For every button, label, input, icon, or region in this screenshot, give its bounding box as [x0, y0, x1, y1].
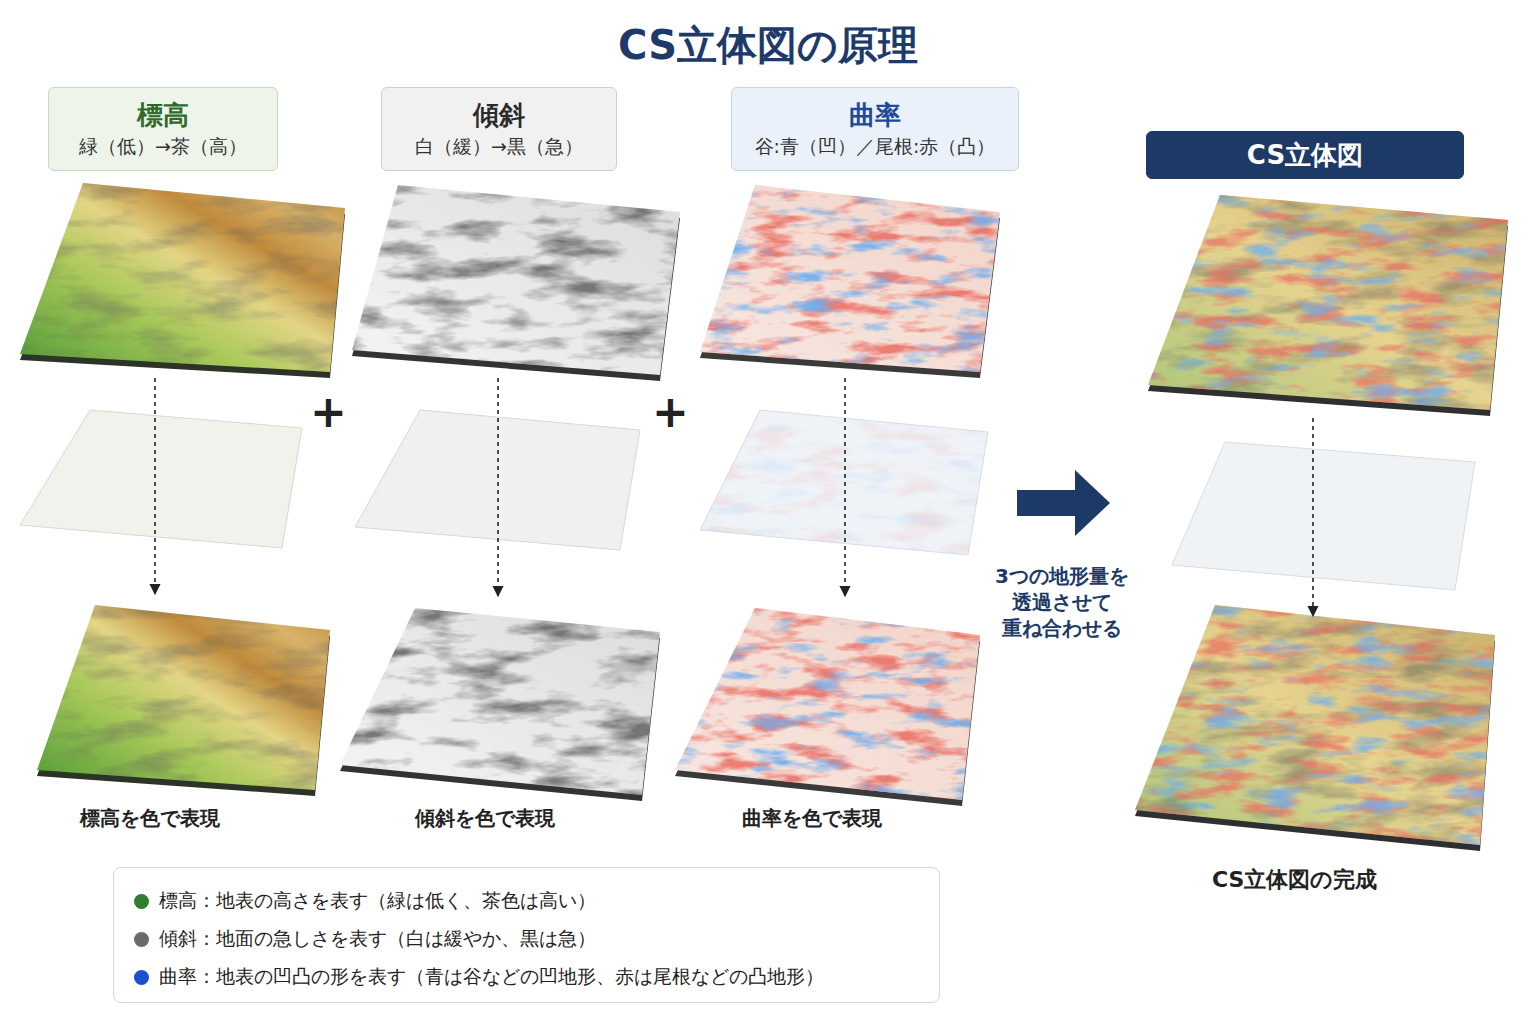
- cs-map-top-part: [1148, 195, 1508, 410]
- elevation-sheet-part: [20, 410, 302, 548]
- cs-sheet-part: [1172, 442, 1475, 590]
- legend-row: 標高：地表の高さを表す（緑は低く、茶色は高い）: [134, 882, 919, 920]
- cs-map-top: [1148, 195, 1508, 416]
- slope-sheet: [355, 410, 640, 550]
- map-caption: 傾斜を色で表現: [415, 805, 555, 831]
- curvature-map-top-part: [700, 185, 1000, 372]
- box-subtitle: 緑（低）→茶（高）: [79, 132, 247, 160]
- header-box: CS立体図: [1146, 131, 1464, 179]
- box-heading: 傾斜: [473, 98, 525, 132]
- box-subtitle: 谷:青（凹）／尾根:赤（凸）: [755, 132, 996, 160]
- legend-swatch: [134, 894, 149, 909]
- cs-map-bottom-part: [1135, 605, 1495, 845]
- curvature-map-top-part: [700, 185, 1000, 372]
- box-heading: 曲率: [849, 98, 901, 132]
- elevation-map-top-part: [20, 183, 345, 372]
- slope-map-bottom-part: [340, 608, 660, 795]
- cs-map-bottom-part: [1135, 605, 1495, 845]
- cs-sheet: [1172, 442, 1475, 590]
- map-caption: 曲率を色で表現: [742, 805, 882, 831]
- combine-arrow-part: [1017, 470, 1110, 536]
- cs-map-bottom: [1135, 605, 1495, 851]
- legend-text: 曲率：地表の凹凸の形を表す（青は谷などの凹地形、赤は尾根などの凸地形）: [159, 964, 824, 990]
- curvature-sheet-part: [700, 410, 988, 555]
- legend-box: 標高：地表の高さを表す（緑は低く、茶色は高い） 傾斜：地面の急しさを表す（白は緩や…: [113, 867, 940, 1003]
- page-title: CS立体図の原理: [0, 20, 1536, 70]
- process-note: 3つの地形量を 透過させて 重ね合わせる: [976, 563, 1148, 641]
- elevation-map-bottom-part: [37, 605, 330, 790]
- elevation-map-bottom-part: [37, 605, 330, 790]
- cs-map-top-part: [1148, 195, 1508, 410]
- header-box: 曲率谷:青（凹）／尾根:赤（凸）: [731, 87, 1019, 171]
- header-box: 傾斜白（緩）→黒（急）: [381, 87, 617, 171]
- map-caption: 標高を色で表現: [80, 805, 220, 831]
- dashed-projection-arrows-part: [1312, 418, 1314, 616]
- legend-swatch: [134, 970, 149, 985]
- elevation-map-top-part: [20, 183, 345, 372]
- legend-row: 曲率：地表の凹凸の形を表す（青は谷などの凹地形、赤は尾根などの凸地形）: [134, 958, 919, 996]
- slope-map-top-part: [352, 185, 680, 375]
- slope-sheet-part: [355, 410, 640, 550]
- slope-map-bottom-part: [340, 608, 660, 795]
- dashed-projection-arrows-part: [844, 378, 846, 596]
- slope-map-top-part: [352, 185, 680, 375]
- combine-arrow: [1017, 470, 1110, 536]
- legend-text: 標高：地表の高さを表す（緑は低く、茶色は高い）: [159, 888, 596, 914]
- curvature-map-top: [700, 185, 1000, 378]
- header-box: 標高緑（低）→茶（高）: [48, 87, 278, 171]
- curvature-map-bottom-part: [675, 608, 980, 800]
- slope-map-top: [352, 185, 680, 381]
- box-subtitle: 白（緩）→黒（急）: [415, 132, 583, 160]
- cs-map-top-part: [1148, 195, 1508, 410]
- slope-map-bottom: [340, 608, 660, 801]
- elevation-map-top: [20, 183, 345, 378]
- curvature-sheet: [700, 410, 988, 555]
- dashed-projection-arrows-part: [497, 378, 499, 596]
- cs-map-top-part: [1148, 195, 1508, 410]
- elevation-map-bottom: [37, 605, 330, 796]
- result-caption: CS立体図の完成: [1212, 866, 1377, 895]
- box-heading: CS立体図: [1247, 138, 1363, 172]
- legend-text: 傾斜：地面の急しさを表す（白は緩やか、黒は急）: [159, 926, 596, 952]
- dashed-projection-arrows: [155, 378, 1313, 616]
- cs-map-bottom-part: [1135, 605, 1495, 845]
- elevation-sheet: [20, 410, 302, 548]
- cs-map-bottom-part: [1135, 605, 1495, 845]
- curvature-sheet-part: [700, 410, 988, 555]
- plus-sign: +: [652, 383, 689, 440]
- legend-swatch: [134, 932, 149, 947]
- plus-sign: +: [310, 383, 347, 440]
- curvature-map-bottom-part: [675, 608, 980, 800]
- box-heading: 標高: [137, 98, 189, 132]
- curvature-sheet-part: [700, 410, 988, 555]
- dashed-projection-arrows-part: [154, 378, 156, 594]
- curvature-map-bottom: [675, 608, 980, 806]
- curvature-map-bottom-part: [675, 608, 980, 800]
- legend-row: 傾斜：地面の急しさを表す（白は緩やか、黒は急）: [134, 920, 919, 958]
- curvature-map-top-part: [700, 185, 1000, 372]
